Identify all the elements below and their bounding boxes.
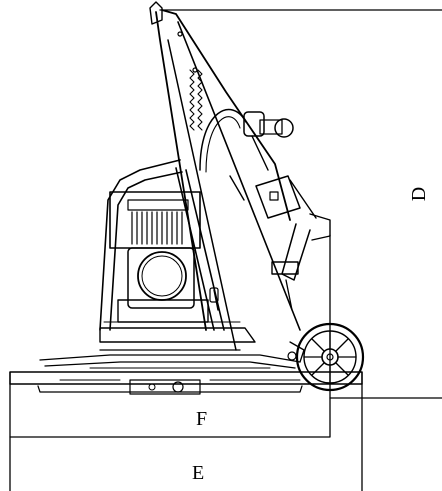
throttle-cable <box>199 108 247 171</box>
frame-rails <box>99 159 225 331</box>
dimension-d-label: D <box>408 186 431 202</box>
engine <box>109 191 209 323</box>
dimension-f-label: F <box>196 408 208 430</box>
control-box <box>255 175 317 219</box>
gear-housing <box>129 379 201 395</box>
top-hook <box>149 1 163 25</box>
cooling-fins <box>131 211 183 245</box>
engine-pulley <box>137 251 187 301</box>
dimension-f-bracket <box>9 234 331 438</box>
transport-wheel <box>287 322 365 392</box>
handle-lever <box>271 213 331 311</box>
control-grip <box>243 111 294 171</box>
dimension-e-label: E <box>192 462 205 484</box>
mast <box>149 1 301 351</box>
trowel-blades <box>39 349 301 369</box>
base-pan <box>9 371 363 395</box>
dimension-lines <box>9 9 442 491</box>
spring-coil <box>189 69 203 131</box>
